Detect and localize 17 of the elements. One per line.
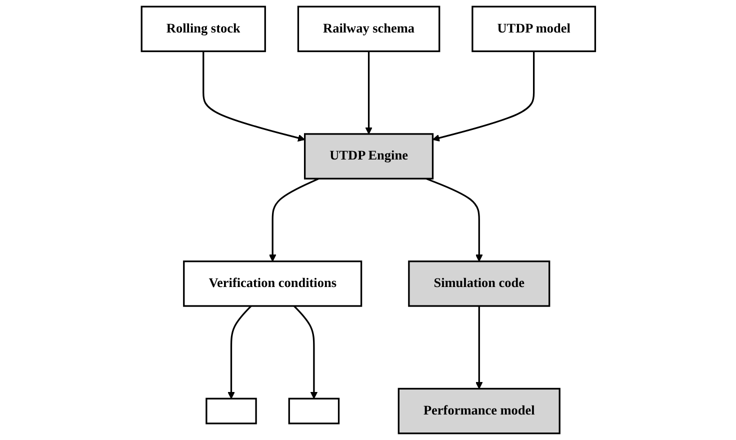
arrow bbox=[432, 51, 534, 142]
node-box: Rolling stock bbox=[140, 6, 266, 52]
arrow bbox=[268, 178, 319, 262]
node-box: Railway schema bbox=[296, 6, 440, 52]
node-box: UTDP model bbox=[471, 6, 596, 52]
node-box bbox=[288, 398, 340, 424]
node-box: Performance model bbox=[397, 388, 560, 434]
arrow bbox=[293, 305, 318, 399]
node-box: Simulation code bbox=[408, 260, 550, 307]
node-box: Verification conditions bbox=[182, 260, 362, 307]
node-box: UTDP Engine bbox=[304, 133, 434, 180]
arrow bbox=[425, 178, 482, 262]
node-box bbox=[205, 398, 256, 424]
arrow bbox=[227, 305, 252, 399]
arrow bbox=[202, 51, 305, 142]
arrow bbox=[475, 306, 482, 390]
arrow bbox=[364, 51, 372, 134]
